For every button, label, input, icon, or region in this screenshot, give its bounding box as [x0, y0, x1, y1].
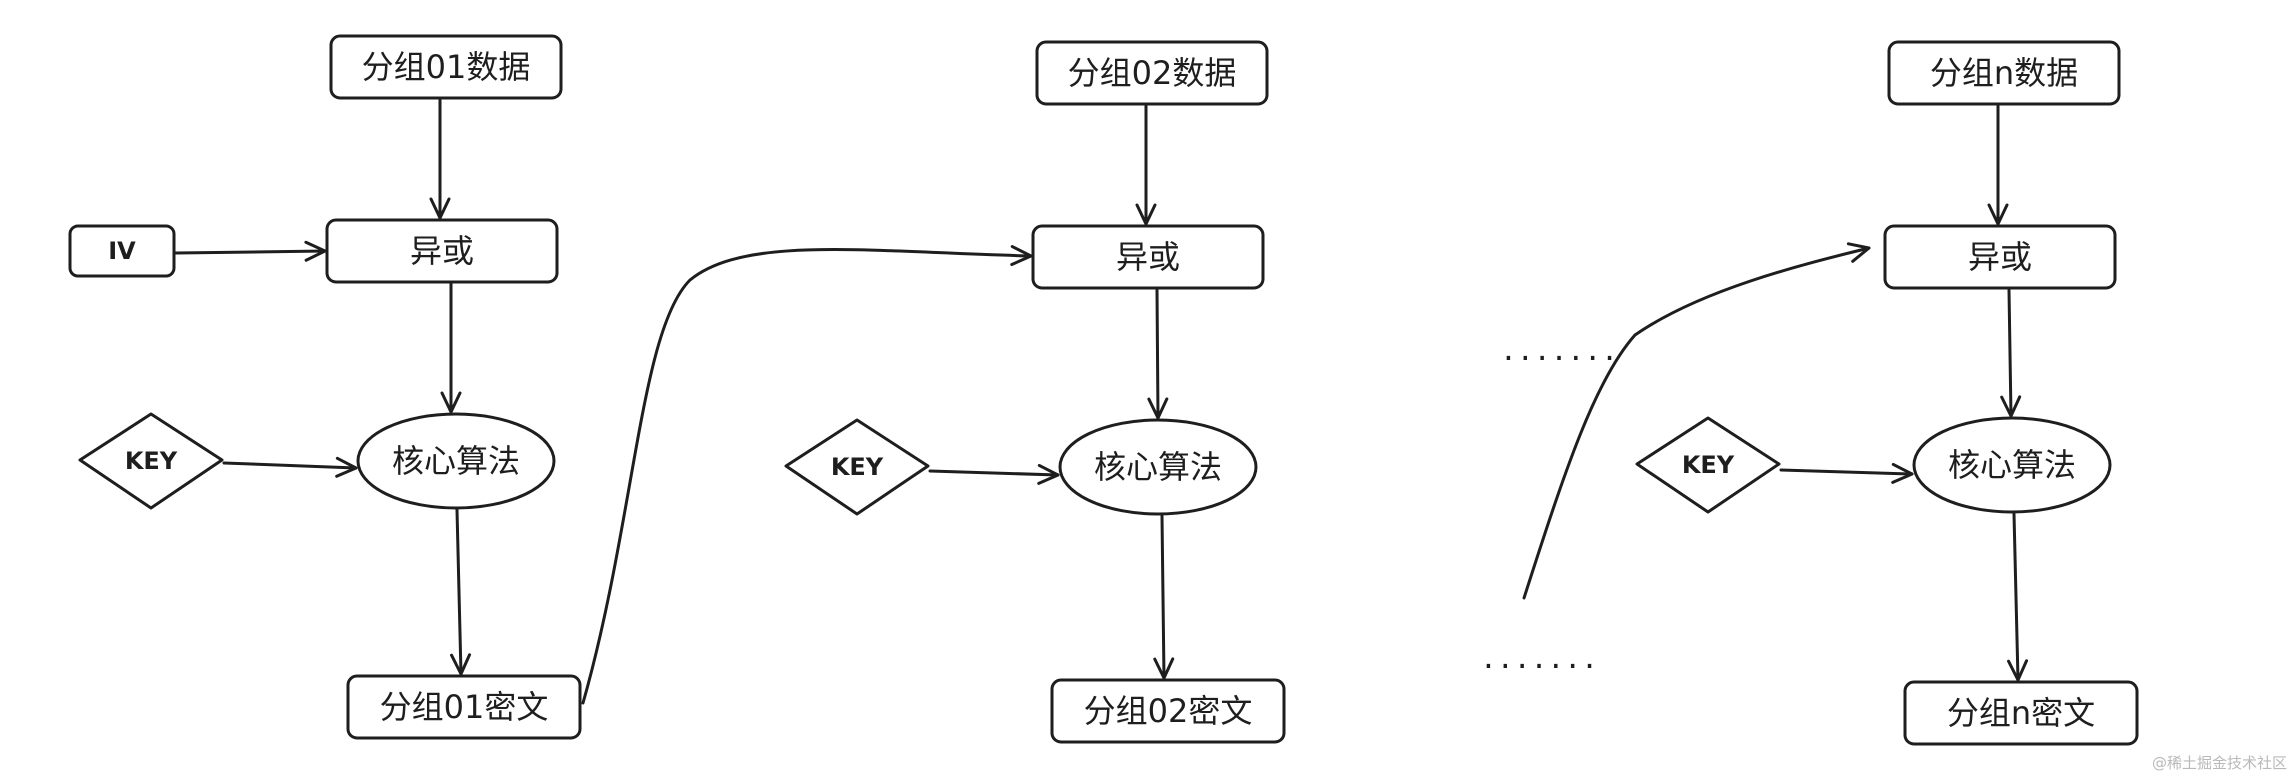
arrow-gn-xor-to-core	[2000, 288, 2022, 418]
group1-core-ellipse	[356, 412, 556, 510]
arrow-g2-xor-to-core	[1147, 288, 1169, 420]
arrow-g1-key-to-core	[222, 456, 358, 478]
group2-cipher-box	[1050, 678, 1286, 744]
group1-data-box	[329, 34, 563, 100]
groupn-cipher-label: 分组n密文	[1947, 694, 2095, 732]
groupn-key-label: KEY	[1682, 451, 1735, 479]
group1-key-diamond	[78, 412, 224, 510]
group2-key-diamond	[784, 418, 930, 516]
groupn-core-label: 核心算法	[1948, 446, 2076, 484]
iv-box	[68, 224, 176, 278]
group1-xor-box	[325, 218, 559, 284]
arrow-g1-cipher-to-g2-xor	[581, 245, 1033, 705]
arrow-g1-core-to-cipher	[450, 508, 472, 676]
groupn-data-label: 分组n数据	[1930, 54, 2078, 92]
groupn-core-ellipse	[1912, 416, 2112, 514]
groupn-key-diamond	[1635, 416, 1781, 514]
groupn-data-box	[1887, 40, 2121, 106]
group2-core-label: 核心算法	[1094, 448, 1222, 486]
arrow-gn-key-to-core	[1779, 462, 1914, 484]
ellipsis-bottom: .......	[1480, 642, 1598, 675]
group1-data-label: 分组01数据	[362, 48, 531, 86]
group2-core-ellipse	[1058, 418, 1258, 516]
arrow-g2-core-to-cipher	[1153, 514, 1175, 680]
arrow-gn-core-to-cipher	[2007, 512, 2029, 682]
group1-xor-label: 异或	[410, 232, 474, 270]
groupn-xor-label: 异或	[1968, 238, 2032, 276]
group2-data-label: 分组02数据	[1068, 54, 1237, 92]
group1-cipher-label: 分组01密文	[380, 688, 549, 726]
group2-data-box	[1035, 40, 1269, 106]
groupn-cipher-box	[1903, 680, 2139, 746]
watermark: @稀土掘金技术社区	[2151, 754, 2287, 772]
group1-cipher-box	[346, 674, 582, 740]
group2-cipher-label: 分组02密文	[1084, 692, 1253, 730]
arrow-iv-to-xor	[174, 240, 327, 262]
iv-label: IV	[108, 237, 136, 265]
arrow-g2-key-to-core	[928, 463, 1060, 485]
groupn-xor-box	[1883, 224, 2117, 290]
arrow-chain-to-gn-xor	[1522, 242, 1871, 600]
group2-xor-label: 异或	[1116, 238, 1180, 276]
group2-xor-box	[1031, 224, 1265, 290]
ellipsis-top: .......	[1500, 334, 1618, 367]
group1-key-label: KEY	[125, 447, 178, 475]
group1-core-label: 核心算法	[392, 442, 520, 480]
group2-key-label: KEY	[831, 453, 884, 481]
